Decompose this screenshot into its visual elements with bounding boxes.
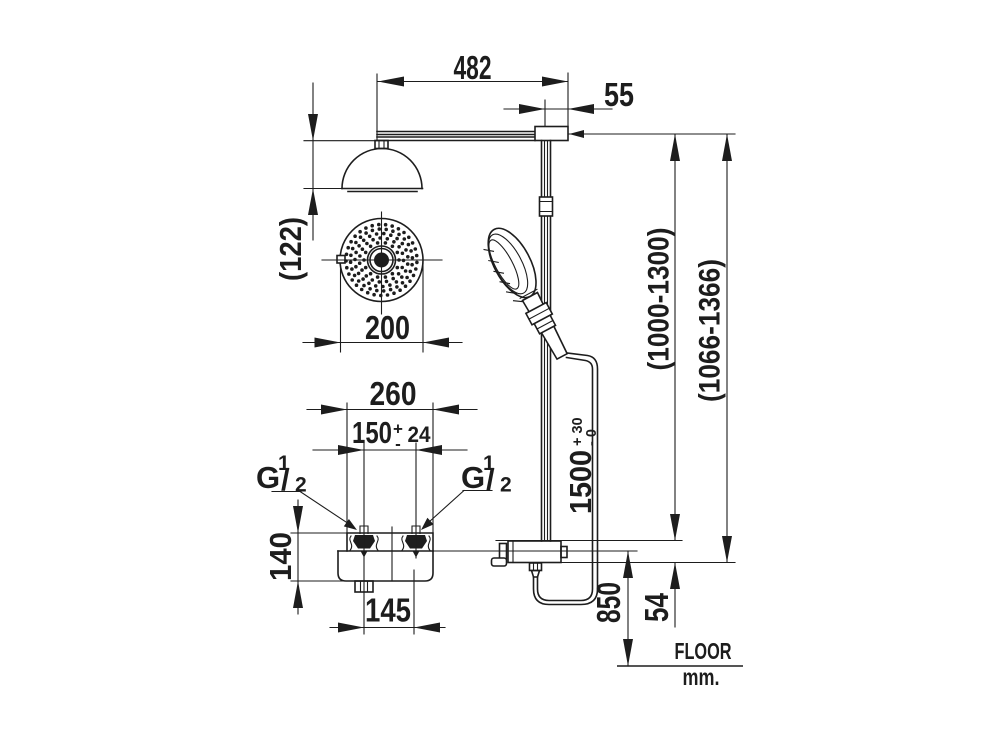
dim-inlet-tol-value: 24 <box>408 422 432 447</box>
thread-sup: 1 <box>278 452 290 475</box>
dim-inlet-tol-plus: + <box>393 420 403 439</box>
dim-head-diameter: 200 <box>365 309 410 346</box>
thread-label-right: G 1 / 2 <box>461 452 512 497</box>
dim-inlet-spacing: 150 <box>352 415 392 450</box>
dim-hose-length: 1500 <box>563 450 598 514</box>
riser-pipe <box>538 139 554 542</box>
slide-rail-clamp <box>524 301 557 335</box>
dim-overall-range: (1066-1366) <box>694 259 727 402</box>
thread-g: G <box>461 460 485 495</box>
thread-slash: / <box>281 462 290 497</box>
units-label: mm. <box>683 664 720 690</box>
dimension-arrows <box>293 76 732 666</box>
lever-handle-grip <box>490 557 508 567</box>
dim-arm-length: 482 <box>454 49 492 86</box>
shower-arm <box>376 125 569 142</box>
dim-hose-tol-minus: - 0 <box>584 429 600 446</box>
rain-head-face-view <box>321 211 443 315</box>
thread-label-left: G 1 / 2 <box>256 452 307 497</box>
dim-inlet-tol-minus: - <box>395 435 401 454</box>
valve-side-nub <box>560 545 568 559</box>
hand-shower <box>483 227 569 361</box>
rain-head-side-view <box>341 139 424 193</box>
dim-escutcheon-width: 260 <box>370 375 417 412</box>
dim-head-drop: (122) <box>273 217 308 281</box>
dim-wall-offset: 55 <box>604 76 634 113</box>
dim-shelf-depth: 54 <box>638 592 675 622</box>
dim-hose-length-group: 1500 + 30 - 0 <box>563 417 600 514</box>
floor-label: FLOOR <box>675 638 732 664</box>
valve-side-view <box>490 540 568 578</box>
thread-sub: 2 <box>295 474 307 497</box>
dim-hose-tol-plus: + 30 <box>570 417 586 446</box>
dim-outlet-spacing: 145 <box>365 592 411 629</box>
hose-outlet-fitting <box>528 562 543 578</box>
thread-g: G <box>256 460 280 495</box>
thread-sup: 1 <box>483 452 495 475</box>
spray-nozzle-dots <box>344 222 419 298</box>
shower-hose <box>532 352 599 606</box>
dim-mixer-height: 850 <box>590 582 627 623</box>
thread-slash: / <box>486 462 495 497</box>
valve-front-view <box>337 525 434 593</box>
thread-sub: 2 <box>500 474 512 497</box>
pipe-union-sleeve <box>538 196 554 217</box>
dim-inlet-spacing-group: 150 + - 24 <box>352 415 431 454</box>
dim-body-height: 140 <box>263 532 298 581</box>
dim-riser-range: (1000-1300) <box>643 228 676 371</box>
head-side-tab <box>336 254 346 264</box>
